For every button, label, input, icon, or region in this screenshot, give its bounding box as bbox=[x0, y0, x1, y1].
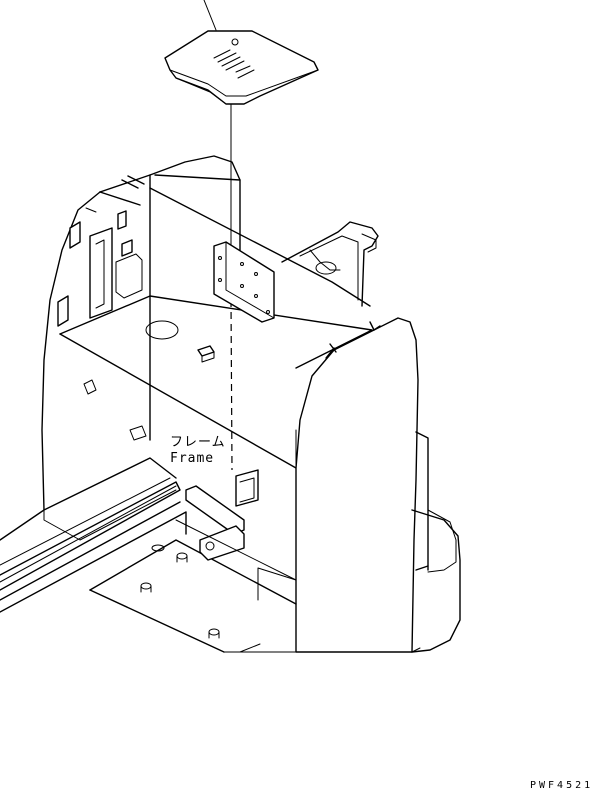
leader-line bbox=[203, 0, 217, 31]
rear-wall bbox=[99, 155, 371, 441]
bottom-plate bbox=[89, 539, 297, 653]
frame-label-japanese: フレーム bbox=[170, 435, 226, 450]
alignment-line-dashed bbox=[230, 299, 233, 471]
front-right-panel bbox=[295, 317, 419, 653]
floor-plate bbox=[164, 30, 319, 105]
lower-brackets bbox=[175, 429, 297, 601]
rear-cross-frame bbox=[281, 221, 379, 307]
right-side-strip bbox=[415, 431, 429, 571]
right-base-fender bbox=[411, 509, 461, 653]
drawing-code: PWF4521 bbox=[530, 780, 593, 791]
left-side-wall bbox=[41, 175, 147, 511]
rear-bracket bbox=[213, 241, 275, 323]
bottom-edge bbox=[223, 643, 421, 653]
frame-label-english: Frame bbox=[170, 451, 214, 466]
lower-rails bbox=[0, 457, 187, 613]
